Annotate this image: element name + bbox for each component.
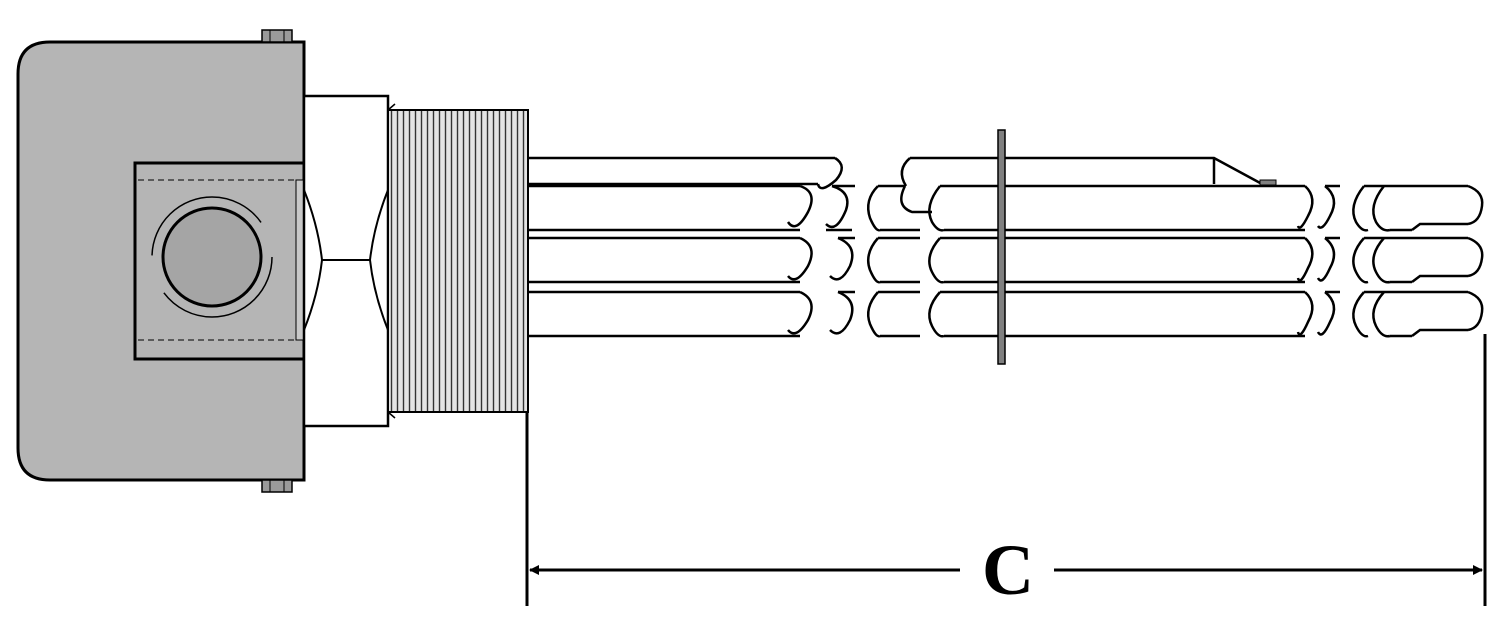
top-screw-icon	[261, 29, 293, 43]
conduit-box	[133, 161, 306, 361]
thermowell-tab	[1259, 179, 1277, 186]
bottom-screw-icon	[261, 479, 293, 493]
tube-top	[528, 156, 835, 186]
support-baffle	[997, 129, 1006, 365]
tube-top-second	[910, 156, 1263, 186]
hex-bushing	[302, 94, 390, 428]
conduit-hole	[161, 206, 263, 308]
tube-top-break	[816, 156, 843, 190]
threaded-section	[387, 103, 529, 419]
dimension-label: C	[982, 530, 1034, 610]
dimension-c	[525, 334, 1487, 606]
